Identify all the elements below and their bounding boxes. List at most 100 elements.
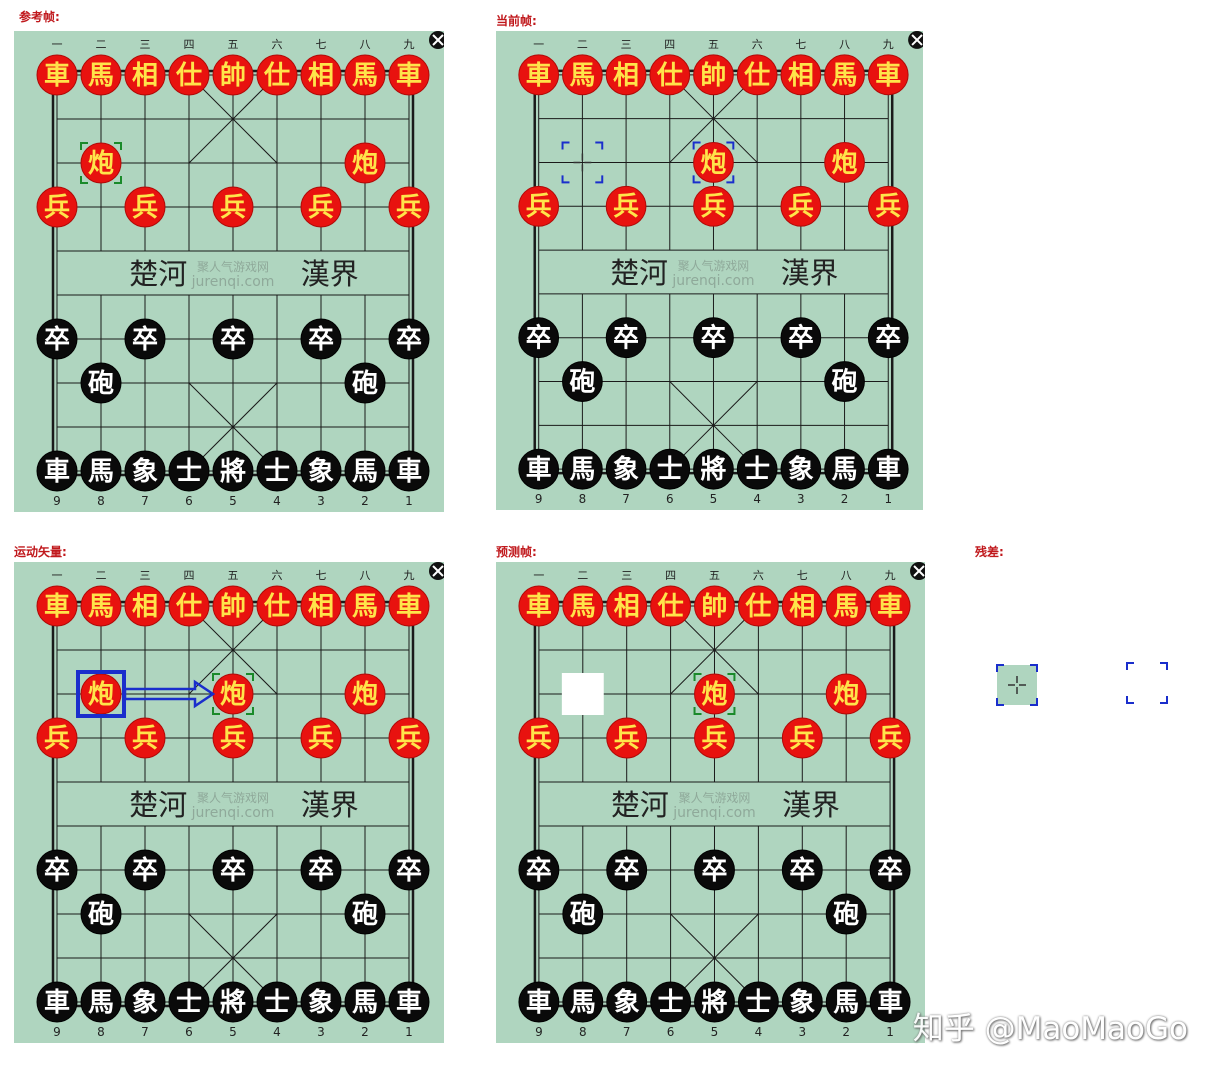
blue-block-marker bbox=[1126, 662, 1168, 704]
black-piece: 象 bbox=[780, 448, 822, 490]
black-piece: 卒 bbox=[212, 849, 254, 891]
piece-character: 炮 bbox=[88, 679, 114, 710]
piece-character: 將 bbox=[701, 455, 727, 485]
red-piece: 炮 bbox=[825, 673, 867, 715]
file-label-bottom: 8 bbox=[579, 1025, 587, 1039]
river-right-label: 漢界 bbox=[301, 257, 359, 291]
piece-character: 兵 bbox=[44, 193, 70, 223]
red-piece: 馬 bbox=[825, 585, 867, 627]
river-right-label: 漢界 bbox=[301, 788, 359, 822]
black-piece: 卒 bbox=[36, 849, 78, 891]
piece-character: 相 bbox=[132, 61, 158, 91]
black-piece: 卒 bbox=[869, 849, 911, 891]
piece-character: 兵 bbox=[701, 192, 727, 222]
file-label-bottom: 8 bbox=[97, 494, 105, 508]
black-piece: 馬 bbox=[80, 981, 122, 1023]
file-label-top: 九 bbox=[883, 38, 894, 51]
black-piece: 卒 bbox=[300, 318, 342, 360]
piece-character: 卒 bbox=[308, 855, 334, 886]
river-right-label: 漢界 bbox=[781, 256, 839, 290]
black-piece: 卒 bbox=[605, 317, 647, 359]
file-label-bottom: 3 bbox=[317, 494, 325, 508]
motion-vector-title: 运动矢量: bbox=[14, 545, 67, 559]
red-piece: 兵 bbox=[518, 185, 560, 227]
piece-character: 卒 bbox=[614, 855, 640, 886]
piece-character: 相 bbox=[308, 592, 334, 622]
piece-character: 車 bbox=[526, 988, 552, 1018]
piece-character: 卒 bbox=[702, 855, 728, 886]
piece-character: 相 bbox=[788, 61, 814, 91]
red-piece: 相 bbox=[781, 585, 823, 627]
piece-character: 仕 bbox=[175, 61, 202, 91]
red-piece: 馬 bbox=[344, 54, 386, 96]
piece-character: 馬 bbox=[352, 592, 378, 622]
piece-character: 車 bbox=[875, 61, 901, 91]
red-piece: 兵 bbox=[388, 186, 430, 228]
red-piece: 相 bbox=[605, 54, 647, 96]
piece-character: 炮 bbox=[352, 148, 378, 179]
black-piece: 象 bbox=[124, 981, 166, 1023]
red-piece: 兵 bbox=[124, 717, 166, 759]
file-label-bottom: 6 bbox=[185, 494, 193, 508]
piece-character: 砲 bbox=[88, 369, 114, 399]
red-piece: 兵 bbox=[518, 717, 560, 759]
river-right-label: 漢界 bbox=[782, 788, 840, 822]
file-label-top: 九 bbox=[885, 569, 896, 582]
piece-character: 兵 bbox=[44, 724, 70, 754]
file-label-top: 三 bbox=[621, 38, 632, 51]
black-piece: 將 bbox=[212, 981, 254, 1023]
piece-character: 卒 bbox=[396, 855, 422, 886]
piece-character: 士 bbox=[658, 988, 684, 1018]
file-label-bottom: 5 bbox=[710, 492, 718, 506]
palace-diagonal bbox=[669, 74, 758, 163]
river-left-label: 楚河 bbox=[129, 788, 187, 822]
piece-character: 砲 bbox=[570, 900, 596, 930]
black-piece: 砲 bbox=[824, 361, 865, 402]
file-label-top: 五 bbox=[708, 38, 719, 51]
piece-character: 馬 bbox=[832, 455, 858, 485]
piece-character: 士 bbox=[264, 988, 290, 1018]
black-piece: 象 bbox=[300, 981, 342, 1023]
file-label-bottom: 2 bbox=[361, 494, 369, 508]
red-piece: 兵 bbox=[36, 186, 78, 228]
piece-character: 卒 bbox=[877, 855, 903, 886]
river-watermark: 聚人气游戏网 bbox=[678, 259, 749, 273]
piece-character: 卒 bbox=[44, 324, 70, 355]
red-piece: 車 bbox=[867, 54, 909, 96]
file-label-top: 八 bbox=[360, 569, 371, 582]
file-label-bottom: 2 bbox=[841, 492, 849, 506]
piece-character: 馬 bbox=[833, 592, 859, 622]
piece-character: 馬 bbox=[88, 988, 114, 1018]
piece-character: 卒 bbox=[132, 324, 158, 355]
file-label-top: 三 bbox=[140, 569, 151, 582]
piece-character: 車 bbox=[877, 592, 903, 622]
piece-character: 仕 bbox=[175, 592, 202, 622]
black-piece: 將 bbox=[693, 448, 734, 490]
piece-character: 馬 bbox=[352, 457, 378, 487]
file-label-top: 三 bbox=[140, 38, 151, 51]
piece-character: 卒 bbox=[788, 323, 814, 354]
piece-character: 相 bbox=[789, 592, 815, 622]
piece-character: 兵 bbox=[613, 192, 639, 222]
piece-character: 車 bbox=[396, 592, 422, 622]
file-label-top: 七 bbox=[795, 38, 806, 51]
piece-character: 兵 bbox=[702, 724, 728, 754]
black-piece: 馬 bbox=[562, 448, 603, 490]
piece-character: 帥 bbox=[220, 592, 246, 622]
black-piece: 象 bbox=[300, 450, 342, 492]
piece-character: 仕 bbox=[263, 61, 290, 91]
black-piece: 卒 bbox=[518, 849, 560, 891]
red-piece: 兵 bbox=[781, 717, 823, 759]
blue-block-marker bbox=[996, 664, 1038, 706]
palace-diagonal bbox=[670, 605, 759, 695]
piece-character: 兵 bbox=[220, 193, 246, 223]
black-piece: 卒 bbox=[300, 849, 342, 891]
red-piece: 相 bbox=[124, 54, 166, 96]
red-piece: 帥 bbox=[693, 54, 734, 96]
piece-character: 馬 bbox=[352, 61, 378, 91]
black-piece: 車 bbox=[36, 450, 78, 492]
piece-character: 兵 bbox=[308, 193, 334, 223]
piece-character: 兵 bbox=[875, 192, 901, 222]
